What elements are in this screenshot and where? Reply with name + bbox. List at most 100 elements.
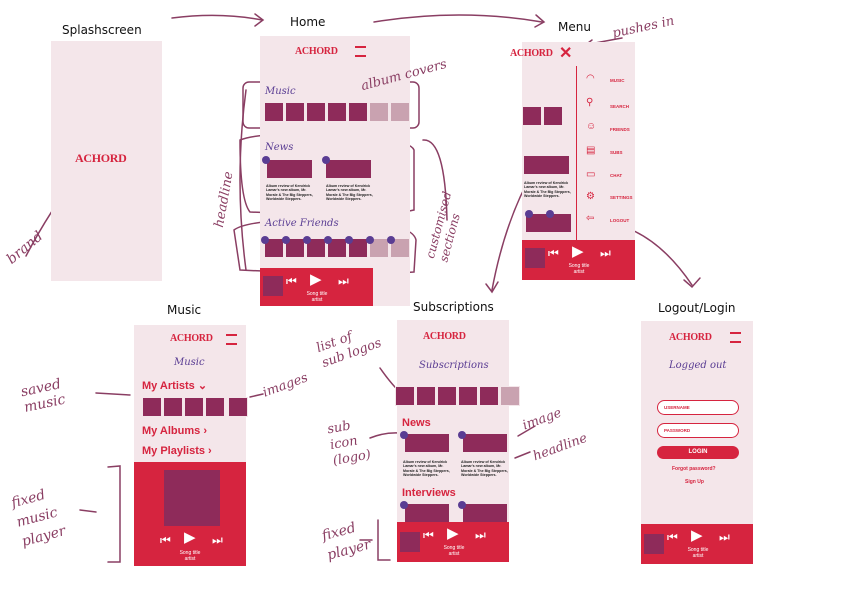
album-cover[interactable] [327,102,347,122]
sub-icon [458,501,466,509]
next-icon[interactable]: ⏭ [719,530,730,544]
prev-icon[interactable]: ⏮ [667,530,678,544]
prev-icon[interactable]: ⏮ [286,274,297,288]
news-headline[interactable]: Album review of Kendrick Lamar's new alb… [266,184,313,202]
next-icon[interactable]: ⏭ [338,274,349,288]
friend-avatar[interactable] [285,238,305,258]
close-icon[interactable]: ✕ [559,45,573,62]
now-playing-thumb [400,532,420,552]
menu-item-settings[interactable]: SETTINGS [610,195,633,200]
news-image[interactable] [267,160,312,178]
album-cover[interactable] [522,106,542,126]
friend-avatar[interactable] [327,238,347,258]
link-my-artists[interactable]: My Artists ⌄ [142,380,208,392]
menu-icon[interactable] [730,332,741,343]
prev-icon[interactable]: ⏮ [160,533,171,547]
prev-icon[interactable]: ⏮ [548,246,559,260]
friend-avatar[interactable] [348,238,368,258]
menu-item-chat[interactable]: CHAT [610,173,623,178]
forgot-password-link[interactable]: Forgot password? [672,466,716,472]
section-music: Music [265,86,296,97]
brand-logo: ACHORD [423,331,466,342]
interview-image[interactable] [405,504,449,522]
link-my-albums[interactable]: My Albums › [142,425,207,437]
sub-logo[interactable] [458,386,478,406]
now-playing-thumb [263,276,283,296]
menu-item-logout[interactable]: LOGOUT [610,218,630,223]
menu-icon[interactable] [355,46,366,57]
artist-image[interactable] [228,397,248,417]
artist-image[interactable] [163,397,183,417]
interview-image[interactable] [463,504,507,522]
menu-item-search[interactable]: SEARCH [610,104,630,109]
title-splashscreen: Splashscreen [62,23,142,37]
news-headline[interactable]: Album review of Kendrick Lamar's new alb… [524,181,571,199]
status-dot [387,236,395,244]
subs-icon: ▤ [586,145,596,156]
friend-avatar[interactable] [369,238,389,258]
password-field[interactable]: PASSWORD [657,423,739,438]
news-image[interactable] [526,214,571,232]
news-headline[interactable]: Album review of Kendrick Lamar's new alb… [461,460,508,478]
login-button[interactable]: LOGIN [657,446,739,459]
menu-item-music[interactable]: MUSIC [610,78,625,83]
title-home: Home [290,15,326,29]
song-title: Song title [568,263,590,269]
news-image[interactable] [326,160,371,178]
sub-logo[interactable] [437,386,457,406]
section-news: News [265,142,294,153]
friend-avatar[interactable] [264,238,284,258]
home-screen: ACHORD Music News Album review of Kendri… [260,36,410,306]
news-image[interactable] [524,156,569,174]
next-icon[interactable]: ⏭ [600,246,611,260]
news-image[interactable] [463,434,507,452]
news-image[interactable] [405,434,449,452]
signup-link[interactable]: Sign Up [685,479,704,485]
artist-image[interactable] [184,397,204,417]
play-icon[interactable]: ▶ [184,529,196,546]
friend-avatar[interactable] [390,238,410,258]
album-cover[interactable] [285,102,305,122]
sub-logo[interactable] [500,386,520,406]
music-player: ⏮ ▶ ⏭ Song title artist [134,462,246,566]
album-cover[interactable] [390,102,410,122]
menu-item-friends[interactable]: FRIENDS [610,127,630,132]
next-icon[interactable]: ⏭ [475,528,486,542]
artist-image[interactable] [142,397,162,417]
status-dot [345,236,353,244]
music-player: ⏮ ▶ ⏭ Song title artist [522,240,635,280]
next-icon[interactable]: ⏭ [212,533,223,547]
album-cover[interactable] [348,102,368,122]
sub-logo[interactable] [395,386,415,406]
album-cover[interactable] [543,106,563,126]
menu-icon[interactable] [226,334,237,345]
music-player: ⏮ ▶ ⏭ Song title artist [397,522,509,562]
logout-icon: ⇦ [586,213,595,224]
page-heading: Subscriptions [419,360,489,371]
prev-icon[interactable]: ⏮ [423,528,434,542]
link-my-playlists[interactable]: My Playlists › [142,445,212,457]
play-icon[interactable]: ▶ [691,527,703,544]
sub-logo[interactable] [416,386,436,406]
login-screen: ACHORD Logged out USERNAME PASSWORD LOGI… [641,321,753,564]
friend-avatar[interactable] [306,238,326,258]
status-dot [366,236,374,244]
play-icon[interactable]: ▶ [447,525,459,542]
now-playing-cover [164,470,220,526]
news-headline[interactable]: Album review of Kendrick Lamar's new alb… [326,184,373,202]
title-menu: Menu [558,20,591,34]
username-field[interactable]: USERNAME [657,400,739,415]
album-cover[interactable] [264,102,284,122]
chat-icon: ▭ [586,169,596,180]
album-cover[interactable] [369,102,389,122]
sub-logo[interactable] [479,386,499,406]
brand-logo: ACHORD [75,151,127,165]
title-subscriptions: Subscriptions [413,300,494,314]
menu-item-subs[interactable]: SUBS [610,150,623,155]
play-icon[interactable]: ▶ [310,271,322,288]
artist-image[interactable] [205,397,225,417]
album-cover[interactable] [306,102,326,122]
title-music: Music [167,303,202,317]
news-headline[interactable]: Album review of Kendrick Lamar's new alb… [403,460,450,478]
play-icon[interactable]: ▶ [572,243,584,260]
